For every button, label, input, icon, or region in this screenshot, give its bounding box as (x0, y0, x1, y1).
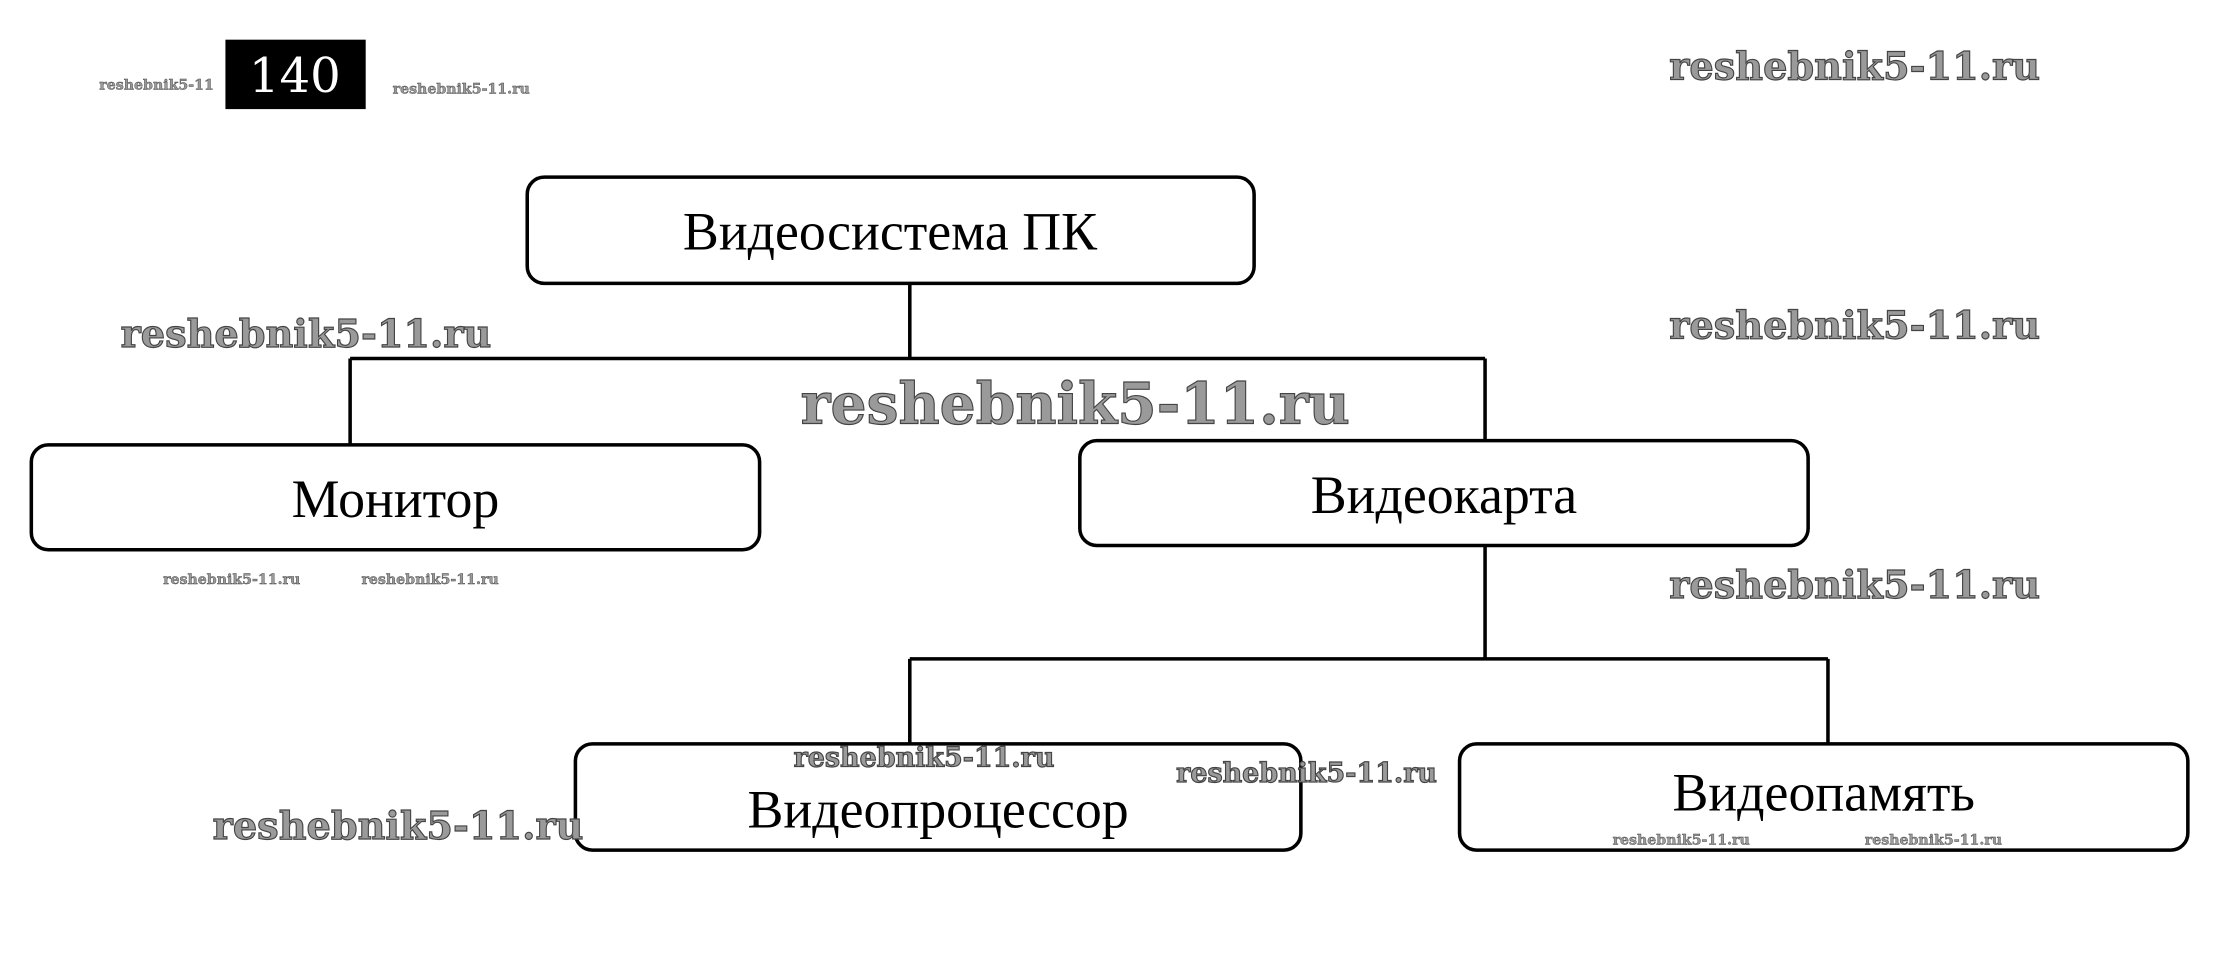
connector-videocard (908, 545, 1830, 744)
page-number-box (225, 39, 366, 110)
connectors (348, 283, 1830, 744)
watermark: reshebnik5-11.ru (1669, 304, 2040, 349)
node-monitor-label: Монитор (292, 469, 500, 529)
watermark: reshebnik5-11.ru (1176, 758, 1437, 789)
watermark: reshebnik5-11.ru (1865, 832, 2002, 848)
watermarks: reshebnik5-11 reshebnik5-11.ru reshebnik… (99, 44, 2040, 850)
watermark: reshebnik5-11.ru (393, 82, 530, 98)
node-videoprocessor: Видеопроцессор (573, 742, 1303, 852)
page-number: 140 (249, 48, 341, 104)
node-videocard-label: Видеокарта (1311, 465, 1578, 525)
node-videomemory: Видеопамять (1457, 742, 2190, 852)
watermark: reshebnik5-11.ru (794, 743, 1055, 774)
node-videomemory-label: Видеопамять (1672, 762, 1975, 822)
node-monitor: Монитор (29, 443, 762, 552)
node-root-label: Видеосистема ПК (683, 201, 1098, 261)
watermark: reshebnik5-11.ru (1613, 832, 1750, 848)
node-root: Видеосистема ПК (525, 175, 1256, 286)
watermark: reshebnik5-11.ru (121, 312, 492, 357)
watermark: reshebnik5-11.ru (361, 572, 498, 588)
watermark: reshebnik5-11.ru (1669, 44, 2040, 89)
watermark: reshebnik5-11.ru (213, 804, 584, 849)
node-videoprocessor-label: Видеопроцессор (748, 779, 1129, 839)
watermark: reshebnik5-11.ru (163, 572, 300, 588)
watermark: reshebnik5-11.ru (1669, 563, 2040, 608)
watermark: reshebnik5-11.ru (801, 372, 1350, 438)
connector-root (348, 283, 1487, 445)
watermark: reshebnik5-11 (99, 77, 214, 93)
node-videocard: Видеокарта (1078, 438, 1810, 548)
